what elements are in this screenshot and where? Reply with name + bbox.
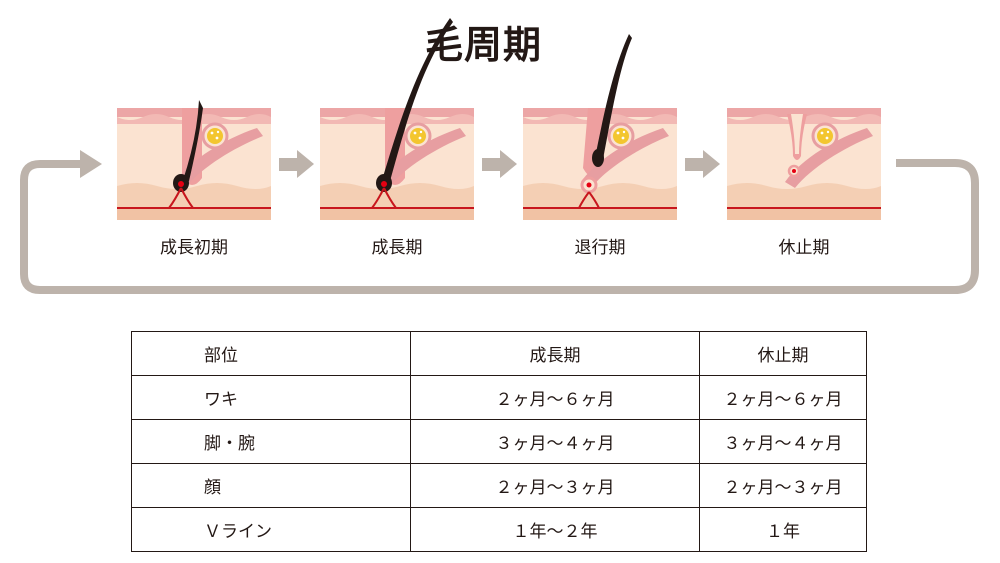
stage-illustration-anagen [319,18,475,221]
stage-illustration-catagen [522,34,678,221]
cycle-return-arrow [20,150,979,294]
stage-label-anagen: 成長期 [371,238,423,258]
header-rest: 休止期 [699,331,867,376]
stage-label-catagen: 退行期 [574,238,626,258]
stage-illustration-early-anagen [116,100,272,221]
table-row: 顔 ２ヶ月〜３ヶ月 ２ヶ月〜３ヶ月 [131,463,867,508]
header-growth: 成長期 [410,331,700,376]
stage-illustration-telogen [726,107,882,221]
cell-rest: ３ヶ月〜４ヶ月 [699,419,867,464]
stage-label-telogen: 休止期 [778,238,830,258]
cell-growth: １年〜２年 [410,507,700,552]
table-row: Ｖライン １年〜２年 １年 [131,507,867,552]
hair-cycle-diagram [20,18,979,294]
stage-arrow-3 [685,150,720,178]
stage-arrow-1 [279,150,314,178]
cell-growth: ２ヶ月〜６ヶ月 [410,375,700,420]
cell-part: Ｖライン [131,507,411,552]
header-part: 部位 [131,331,411,376]
cell-growth: ２ヶ月〜３ヶ月 [410,463,700,508]
cell-rest: １年 [699,507,867,552]
hair-cycle-period-table: 部位 成長期 休止期 ワキ ２ヶ月〜６ヶ月 ２ヶ月〜６ヶ月 脚・腕 ３ヶ月〜４ヶ… [131,331,867,552]
table-row: ワキ ２ヶ月〜６ヶ月 ２ヶ月〜６ヶ月 [131,375,867,420]
cell-growth: ３ヶ月〜４ヶ月 [410,419,700,464]
cell-rest: ２ヶ月〜３ヶ月 [699,463,867,508]
cell-part: 脚・腕 [131,419,411,464]
table-header-row: 部位 成長期 休止期 [131,331,867,376]
cell-rest: ２ヶ月〜６ヶ月 [699,375,867,420]
cell-part: 顔 [131,463,411,508]
stage-label-early-anagen: 成長初期 [160,238,228,258]
cell-part: ワキ [131,375,411,420]
stage-arrow-2 [482,150,517,178]
table-row: 脚・腕 ３ヶ月〜４ヶ月 ３ヶ月〜４ヶ月 [131,419,867,464]
